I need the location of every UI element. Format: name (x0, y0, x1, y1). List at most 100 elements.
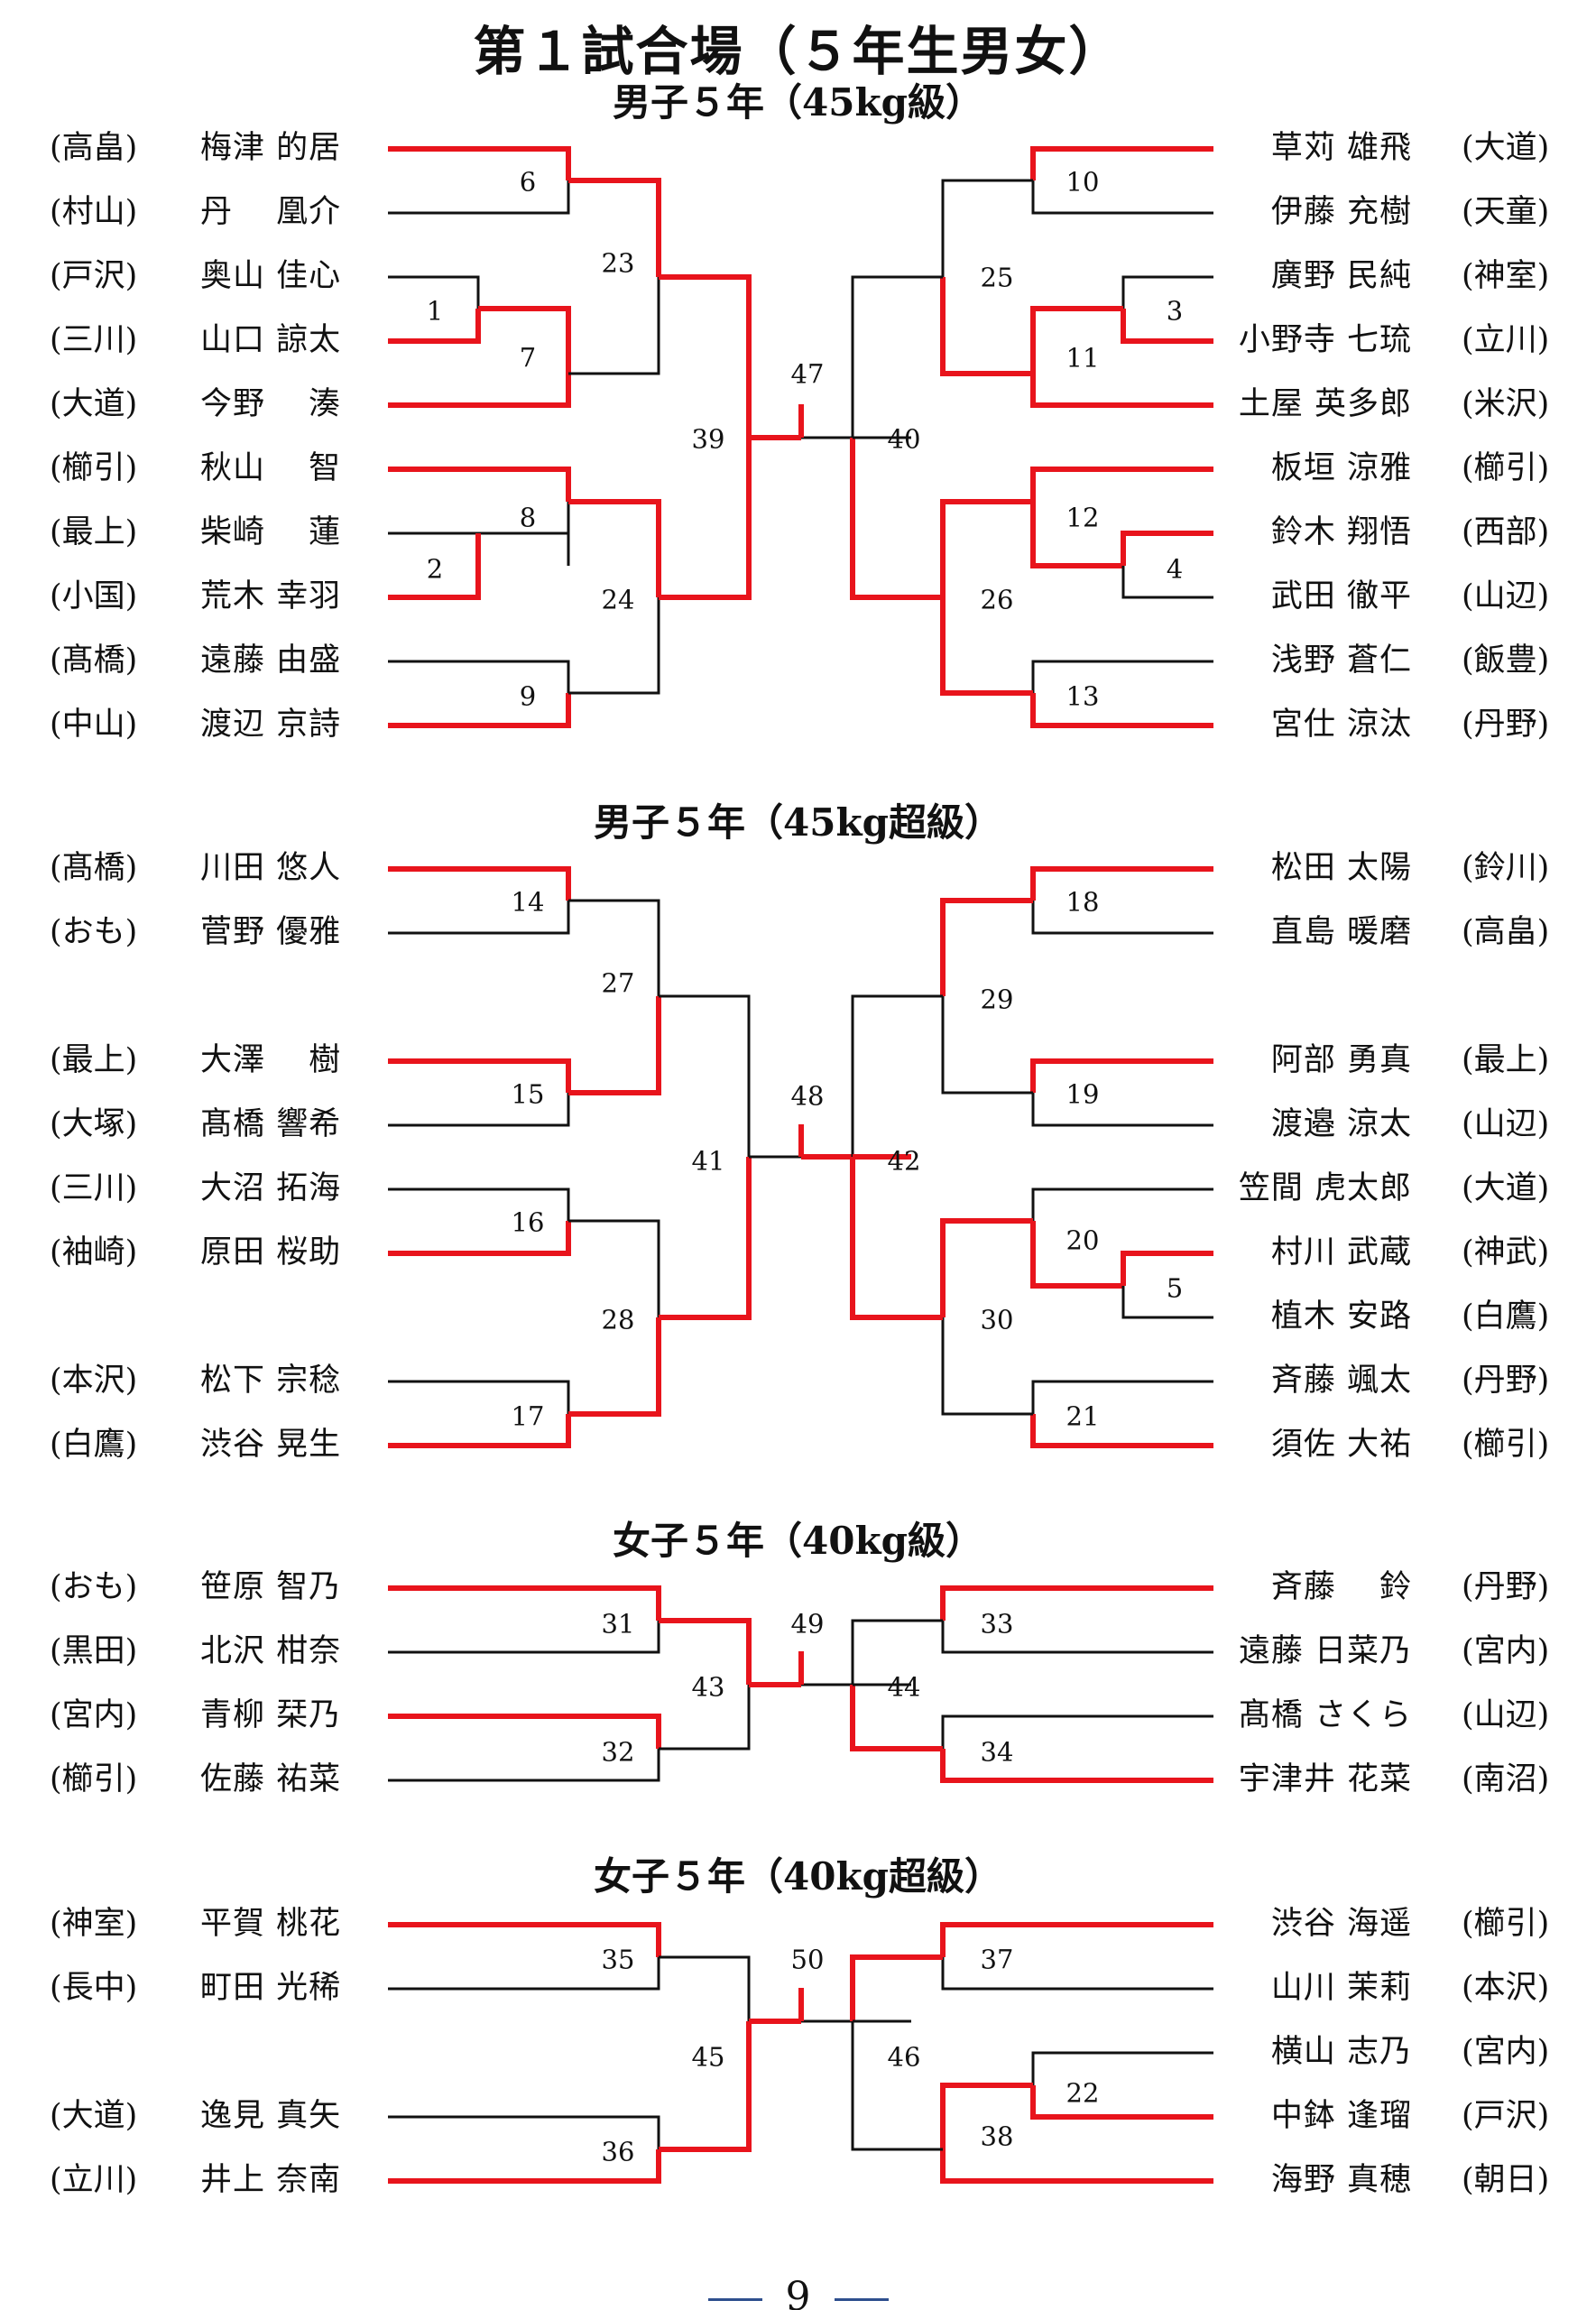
left-player-s1-6: 松下 宗稔 (200, 1363, 342, 1399)
right-club-s0-5: (櫛引) (1462, 450, 1550, 486)
left-club-s3-2: (大道) (50, 2098, 138, 2134)
match-number-32: 32 (601, 1736, 635, 1768)
l-m27-bot (568, 996, 661, 1095)
left-club-s1-1: (おも) (50, 914, 138, 950)
right-club-s0-4: (米沢) (1462, 386, 1550, 422)
r-m12-bot (1030, 502, 1123, 568)
l-m28-bot (568, 1317, 661, 1417)
match-number-8: 8 (519, 502, 537, 533)
match-number-20: 20 (1066, 1224, 1100, 1256)
l-m2-bot (388, 533, 481, 600)
r-m25-bot (940, 277, 1033, 376)
left-player-s1-2: 大澤 樹 (200, 1042, 342, 1078)
match-number-45: 45 (691, 2041, 725, 2073)
l-m39-top (659, 274, 752, 438)
r-m11-bot (1030, 374, 1213, 408)
r-m29-top (940, 898, 1033, 996)
r-m26-bot (940, 597, 1033, 696)
left-player-s0-1: 丹 凰介 (200, 194, 342, 230)
right-player-s1-6: 植木 安路 (1270, 1298, 1412, 1335)
r-m3-bot (1121, 309, 1213, 344)
right-club-s3-2: (宮内) (1462, 2034, 1550, 2070)
right-player-s1-3: 渡邉 涼太 (1270, 1106, 1412, 1142)
match-number-22: 22 (1066, 2077, 1100, 2109)
r-m13-top (1031, 660, 1213, 693)
match-number-33: 33 (980, 1608, 1014, 1640)
match-number-7: 7 (519, 342, 537, 374)
r-m5-bot (1121, 1286, 1213, 1319)
match-number-11: 11 (1066, 342, 1100, 374)
section-title-boys-45plus: 男子５年（45kg超級） (594, 800, 1002, 845)
l-m2-top (478, 531, 570, 566)
r-m44-bot (850, 1685, 943, 1751)
right-club-s2-0: (丹野) (1462, 1569, 1550, 1605)
right-club-s0-3: (立川) (1462, 322, 1550, 358)
left-player-s0-8: 遠藤 由盛 (200, 642, 342, 679)
left-player-s0-0: 梅津 的居 (200, 130, 342, 166)
l-m24-top (568, 499, 661, 597)
r-m4-bot (1121, 566, 1213, 599)
left-player-s2-1: 北沢 柑奈 (200, 1633, 342, 1669)
right-player-s1-5: 村川 武蔵 (1270, 1234, 1412, 1270)
right-club-s0-1: (天童) (1462, 194, 1550, 230)
l-m15-bot (388, 1093, 570, 1127)
left-club-s0-2: (戸沢) (50, 258, 138, 294)
match-number-37: 37 (980, 1944, 1014, 1975)
match-number-19: 19 (1066, 1078, 1100, 1110)
left-club-s2-3: (櫛引) (50, 1761, 138, 1797)
l-m31-top (388, 1585, 661, 1621)
r-m20-top (1031, 1187, 1213, 1221)
r-m5-top (1121, 1251, 1213, 1286)
r-m12-top (1030, 467, 1213, 502)
left-player-s0-4: 今野 湊 (200, 386, 342, 422)
r-m21-bot (1030, 1414, 1213, 1448)
match-number-17: 17 (511, 1400, 545, 1432)
right-player-s0-9: 宮仕 涼汰 (1270, 707, 1412, 743)
left-club-s3-0: (神室) (50, 1906, 138, 1942)
footer-dash-right (834, 2298, 889, 2301)
left-player-s1-3: 髙橋 響希 (200, 1106, 342, 1142)
right-club-s3-1: (本沢) (1462, 1970, 1550, 2006)
section-title-girls-40plus: 女子５年（40kg超級） (594, 1854, 1002, 1899)
left-club-s2-0: (おも) (50, 1569, 138, 1605)
r-m25-top (941, 179, 1033, 277)
left-player-s0-9: 渡辺 京詩 (200, 707, 342, 743)
match-number-26: 26 (980, 584, 1014, 615)
left-club-s0-8: (髙橋) (50, 642, 138, 679)
r-m46-bot (851, 2021, 943, 2151)
right-player-s0-0: 草苅 雄飛 (1270, 130, 1412, 166)
r-m44-top (851, 1619, 943, 1685)
left-player-s0-3: 山口 諒太 (200, 322, 342, 358)
l-m35-top (388, 1922, 661, 1957)
r-m18-bot (1031, 901, 1213, 935)
l-m16-top (388, 1187, 570, 1221)
l-m23-bot (568, 277, 660, 375)
l-m15-top (388, 1058, 571, 1093)
match-number-49: 49 (790, 1608, 825, 1640)
l-m41-top (659, 994, 751, 1157)
left-club-s0-1: (村山) (50, 194, 138, 230)
match-number-47: 47 (790, 358, 825, 390)
l-m6-top (388, 146, 571, 180)
r-m19-top (1030, 1058, 1213, 1093)
footer-dash-left (707, 2298, 762, 2301)
left-player-s0-5: 秋山 智 (200, 450, 342, 486)
match-number-10: 10 (1066, 166, 1100, 198)
l-m1-top (388, 275, 480, 309)
l-m17-top (388, 1380, 570, 1414)
match-number-25: 25 (980, 262, 1014, 293)
l-m28-top (568, 1219, 660, 1317)
right-player-s0-2: 廣野 民純 (1270, 258, 1412, 294)
r-m40-top (851, 275, 943, 438)
r-m20-bot (1030, 1221, 1123, 1289)
right-player-s1-1: 直島 暖磨 (1270, 914, 1412, 950)
r-m33-bot (941, 1621, 1213, 1654)
match-number-9: 9 (519, 680, 537, 712)
l-m7-top (478, 306, 571, 374)
l-m9-top (388, 660, 570, 693)
right-club-s3-3: (戸沢) (1462, 2098, 1550, 2134)
r-m42-top (851, 994, 943, 1157)
match-number-28: 28 (601, 1304, 635, 1335)
right-player-s1-4: 笠間 虎太郎 (1238, 1170, 1412, 1206)
right-player-s3-2: 横山 志乃 (1270, 2034, 1412, 2070)
